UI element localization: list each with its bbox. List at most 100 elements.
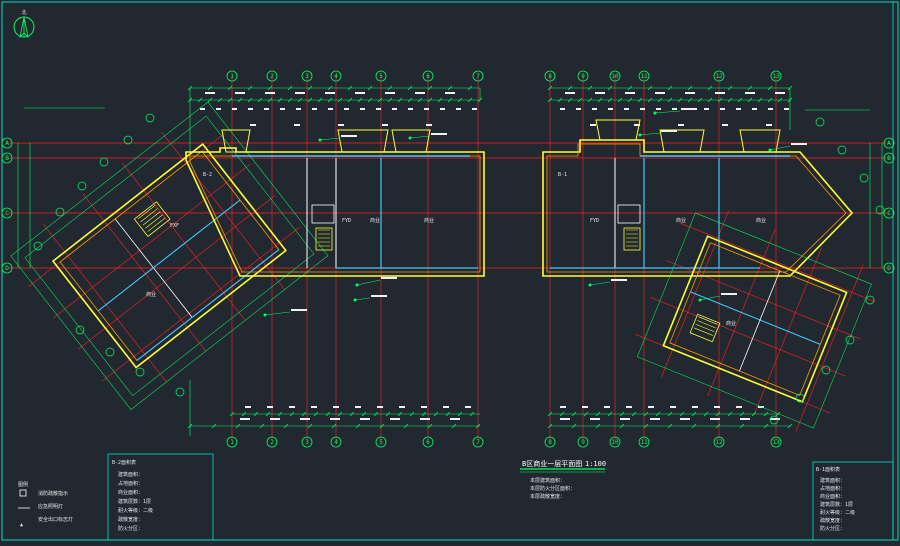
axis-bubble-bottom-11: 11 — [638, 436, 650, 448]
svg-text:12: 12 — [715, 73, 723, 80]
svg-text:7: 7 — [476, 73, 480, 80]
notes-left-line-7: 防火分区： — [118, 525, 143, 532]
svg-text:6: 6 — [426, 73, 430, 80]
wing-axis-bubble — [837, 145, 847, 155]
axis-bubble-right-A: A — [883, 137, 895, 149]
notes-right-line-4: 建筑层数：1层 — [820, 501, 853, 508]
notes-right-line-6: 疏散宽度： — [820, 517, 845, 524]
wing-axis-bubble — [845, 335, 855, 345]
room-label-right-shop-2: 商业 — [676, 217, 686, 224]
svg-text:10: 10 — [611, 73, 619, 80]
legend-item-2: 应急照明灯 — [38, 503, 63, 510]
wing-axis-bubble — [175, 387, 185, 397]
room-label-right-shop-3: 商业 — [756, 217, 766, 224]
wing-axis-bubble — [815, 117, 825, 127]
notes-left-line-6: 疏散宽度： — [118, 516, 143, 523]
axis-bubble-left-D: D — [1, 262, 13, 274]
wing-axis-bubble — [865, 295, 875, 305]
callout — [263, 309, 307, 317]
axis-bubble-top-12: 12 — [713, 70, 725, 82]
wing-axis-bubble — [55, 207, 65, 217]
dimension-ticks — [187, 85, 793, 429]
svg-text:C: C — [5, 210, 9, 217]
axis-bubble-bottom-6: 6 — [422, 436, 434, 448]
svg-text:8: 8 — [548, 439, 552, 446]
wing-axis-bubble — [123, 135, 133, 145]
axis-bubble-top-6: 6 — [422, 70, 434, 82]
svg-text:4: 4 — [334, 73, 338, 80]
north-arrow-icon: 北 — [13, 9, 35, 39]
notes-right-line-3: 商业面积： — [820, 493, 845, 500]
axis-bubble-bottom-2: 2 — [266, 436, 278, 448]
svg-text:5: 5 — [379, 439, 383, 446]
axis-bubble-right-D: D — [883, 262, 895, 274]
dimension-text-marks — [200, 92, 789, 420]
svg-text:A: A — [887, 140, 891, 147]
svg-text:6: 6 — [426, 439, 430, 446]
notes-left-line-1: 建筑面积： — [118, 471, 143, 478]
wing-axis-bubble — [77, 181, 87, 191]
svg-text:2: 2 — [270, 439, 274, 446]
svg-text:C: C — [887, 210, 891, 217]
axis-bubble-left-C: C — [1, 207, 13, 219]
svg-text:3: 3 — [305, 73, 309, 80]
block-label-right: B-1 — [558, 172, 567, 178]
axis-bubble-top-8: 8 — [544, 70, 556, 82]
svg-text:1: 1 — [230, 73, 234, 80]
drawing-title: B区商业一层平面图 — [522, 459, 582, 468]
axis-bubble-bottom-8: 8 — [544, 436, 556, 448]
vertical-axis-lines — [231, 75, 777, 440]
block-label-left: B-2 — [203, 172, 212, 178]
axis-bubble-bottom-7: 7 — [472, 436, 484, 448]
north-label: 北 — [21, 9, 26, 16]
axis-bubble-top-4: 4 — [330, 70, 342, 82]
axis-bubble-top-5: 5 — [375, 70, 387, 82]
svg-text:9: 9 — [581, 73, 585, 80]
legend-item-1: 消防疏散指示 — [38, 490, 68, 497]
left-main-block — [185, 129, 485, 277]
right-main-block — [542, 119, 854, 277]
svg-text:8: 8 — [548, 73, 552, 80]
left-wing-block — [10, 101, 329, 410]
room-label-mid-shop-2: 商业 — [370, 217, 380, 224]
legend-box-icon — [19, 489, 27, 497]
notes-left-panel: B-2面积表 建筑面积： 占地面积： 商业面积： 建筑层数：1层 耐火等级：二级… — [107, 453, 214, 541]
svg-text:9: 9 — [581, 439, 585, 446]
notes-center-line-3: 本层疏散宽度： — [530, 493, 565, 500]
wing-axis-bubble — [859, 173, 869, 183]
notes-right-panel: B-1面积表 建筑面积： 占地面积： 商业面积： 建筑层数：1层 耐火等级：二级… — [812, 461, 894, 541]
axis-bubble-bottom-12: 12 — [713, 436, 725, 448]
annotation-callouts — [263, 108, 807, 317]
svg-text:4: 4 — [334, 439, 338, 446]
wing-axis-bubble — [875, 205, 885, 215]
notes-left-line-5: 耐火等级：二级 — [118, 507, 153, 514]
notes-right-title: B-1面积表 — [816, 466, 840, 473]
axis-bubble-bottom-10: 10 — [609, 436, 621, 448]
axis-bubble-top-7: 7 — [472, 70, 484, 82]
wing-axis-bubble — [769, 415, 779, 425]
callout — [588, 279, 627, 287]
svg-text:B: B — [887, 155, 891, 162]
legend-title: 图例 — [18, 481, 28, 488]
axis-bubble-bottom-5: 5 — [375, 436, 387, 448]
notes-right-line-5: 耐火等级：二级 — [820, 509, 855, 516]
horizontal-axis-lines — [8, 142, 890, 269]
wing-axis-bubble — [75, 325, 85, 335]
axis-bubble-left-A: A — [1, 137, 13, 149]
axis-bubble-top-11: 11 — [638, 70, 650, 82]
axis-bubble-bottom-3: 3 — [301, 436, 313, 448]
left-wing-axis-grid — [28, 131, 300, 383]
axis-bubble-bottom-9: 9 — [577, 436, 589, 448]
legend-arrow-icon: ▲ — [20, 522, 23, 528]
notes-left-line-4: 建筑层数：1层 — [118, 498, 151, 505]
notes-left-line-3: 商业面积： — [118, 489, 143, 496]
axis-bubble-top-9: 9 — [577, 70, 589, 82]
wing-axis-bubble — [821, 365, 831, 375]
wing-axis-bubble — [145, 113, 155, 123]
axis-bubble-top-13: 13 — [770, 70, 782, 82]
notes-right-line-1: 建筑面积： — [820, 477, 845, 484]
callout — [355, 277, 397, 287]
